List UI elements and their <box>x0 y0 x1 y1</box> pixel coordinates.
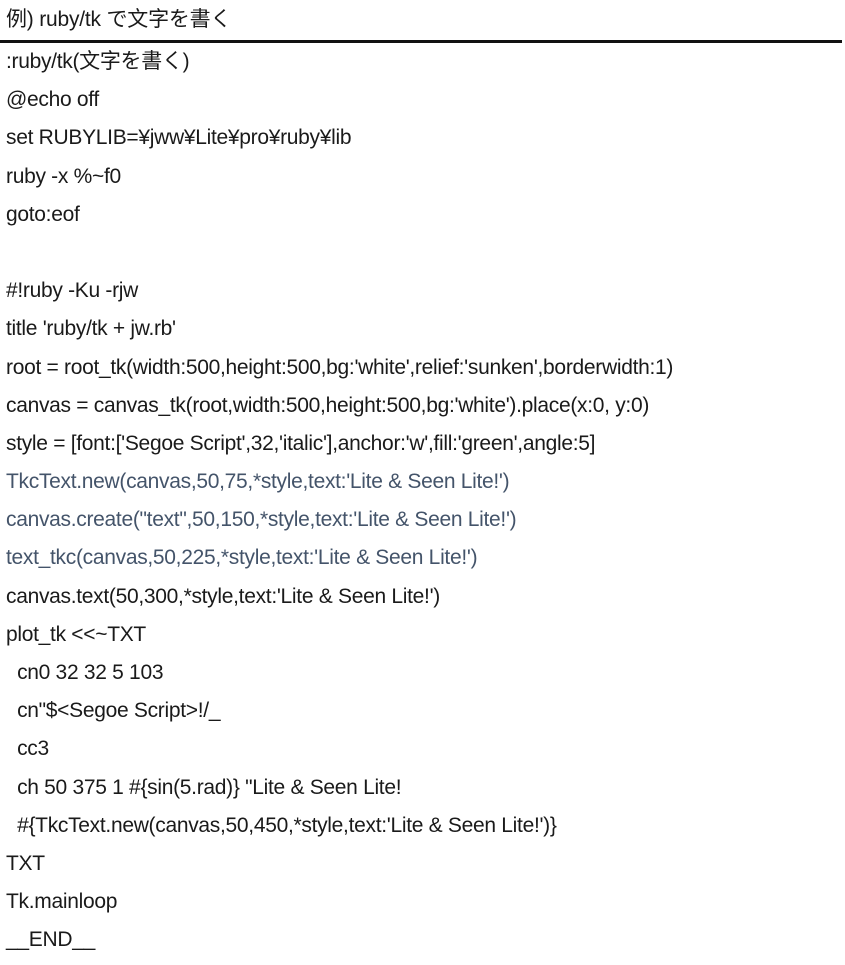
code-line: __END__ <box>6 928 95 952</box>
code-line: @echo off <box>6 88 99 112</box>
code-line: ruby -x %~f0 <box>6 164 121 188</box>
code-line: text_tkc(canvas,50,225,*style,text:'Lite… <box>6 546 478 570</box>
code-listing: :ruby/tk(文字を書く) @echo off set RUBYLIB=¥jww… <box>6 43 845 960</box>
code-line: #{TkcText.new(canvas,50,450,*style,text:… <box>6 813 557 837</box>
code-line: set RUBYLIB=¥jww¥Lite¥pro¥ruby¥lib <box>6 126 352 150</box>
code-line: cn0 32 32 5 103 <box>6 661 164 684</box>
code-line: cn"$<Segoe Script>!/_ <box>6 699 221 723</box>
code-line: cc3 <box>6 737 49 761</box>
code-line: canvas.text(50,300,*style,text:'Lite & S… <box>6 584 440 608</box>
heading-rule <box>0 40 842 43</box>
code-line: plot_tk <<~TXT <box>6 622 146 646</box>
code-line: goto:eof <box>6 202 80 226</box>
code-line: TkcText.new(canvas,50,75,*style,text:'Li… <box>6 470 510 494</box>
code-line: :ruby/tk(文字を書く) <box>6 50 190 73</box>
code-line: #!ruby -Ku -rjw <box>6 279 139 303</box>
code-line: canvas.create("text",50,150,*style,text:… <box>6 508 517 532</box>
code-line: root = root_tk(width:500,height:500,bg:'… <box>6 355 674 379</box>
code-line: title 'ruby/tk + jw.rb' <box>6 317 176 341</box>
code-line: style = [font:['Segoe Script',32,'italic… <box>6 431 596 455</box>
example-heading: 例) ruby/tk で文字を書く <box>6 8 232 31</box>
code-line: Tk.mainloop <box>6 890 118 914</box>
code-line: TXT <box>6 851 45 875</box>
code-line: canvas = canvas_tk(root,width:500,height… <box>6 393 650 417</box>
code-line <box>6 234 845 272</box>
code-line: ch 50 375 1 #{sin(5.rad)} "Lite & Seen L… <box>6 775 402 799</box>
